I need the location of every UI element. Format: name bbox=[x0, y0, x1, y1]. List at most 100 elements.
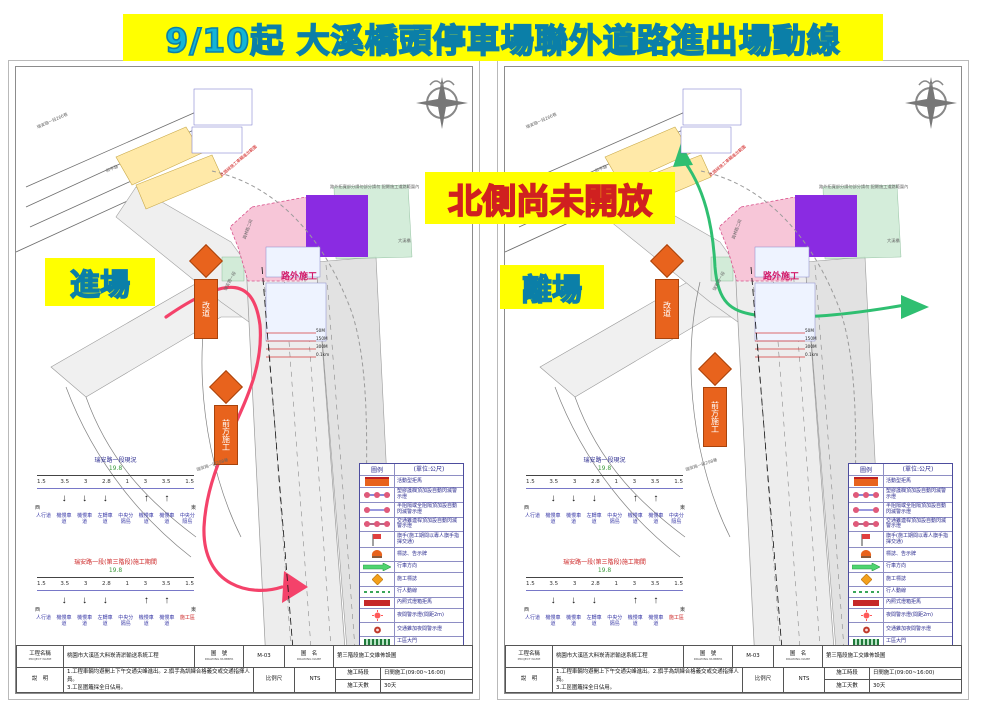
west-label: 西 bbox=[35, 607, 41, 613]
poster-banner: 9/10起 大溪橋頭停車場聯外道路進出場動線 bbox=[123, 14, 883, 61]
drawing-no-label-cell: 圖 號 DRAWING NUMBER bbox=[195, 646, 244, 667]
lane: 機慢車道 bbox=[159, 513, 175, 525]
poster-banner-text: 9/10起 大溪橋頭停車場聯外道路進出場動線 bbox=[164, 20, 841, 61]
legend-item-traffic-direction: 行車方向 bbox=[849, 562, 952, 574]
distance-note-left-3: 0.1km bbox=[316, 352, 330, 357]
seg: 3 bbox=[572, 581, 577, 587]
arrow-slot: ↓ bbox=[82, 595, 88, 606]
legend-item-text: 交通錐連桿頂加設自動閃滅警示燈 bbox=[397, 517, 458, 530]
legend-item-text: 塑膠護欄頂加設自動閃滅警示燈 bbox=[397, 488, 458, 500]
legend-item-half-barrier: 半阻隔或全阻隔頂加設自動閃滅警示燈 bbox=[849, 502, 952, 518]
seg: 3 bbox=[632, 581, 637, 587]
project-label: 工程名稱 bbox=[29, 651, 51, 658]
seg: 1 bbox=[125, 581, 129, 587]
seg: 1 bbox=[614, 479, 618, 485]
legend-item-text: 交通錐連桿頂加設自動閃滅警示燈 bbox=[886, 517, 947, 530]
project-name-cell: 桃園市大溪區大料崁清淤輸送系統工程 bbox=[64, 646, 195, 667]
legend-item-cone-bar: 交通錐連桿頂加設自動閃滅警示燈 bbox=[360, 517, 463, 533]
cone-night-light-icon bbox=[849, 623, 884, 637]
movable-barrier-icon bbox=[849, 476, 884, 487]
distance-note-right-1: 150M bbox=[805, 336, 817, 341]
seg: 1 bbox=[614, 581, 618, 587]
distance-note-right-0: 50M bbox=[805, 328, 814, 333]
cross-section-lanes-right-1: 人行道 機慢車道 機慢車道 左轉車道 中央分隔島 機慢車道 機慢車道 施工區 bbox=[522, 615, 687, 627]
cross-section-arrows-right-0: ↓ ↓ ↓ ↑ ↑ bbox=[522, 492, 687, 504]
lane: 機慢車道 bbox=[77, 615, 93, 627]
detour-sign-text-right: 改道 bbox=[662, 301, 672, 317]
detour-sign-text-left: 改道 bbox=[201, 301, 211, 317]
night-warning-light-icon bbox=[360, 609, 395, 623]
east-label: 東 bbox=[190, 607, 196, 613]
arrow-slot: ↑ bbox=[143, 595, 149, 606]
legend-header-row: 圖例 (單位:公尺) bbox=[849, 464, 952, 476]
legend-item-text: 塑膠護欄頂加設自動閃滅警示燈 bbox=[886, 488, 947, 500]
legend-item-text: 工區大門 bbox=[397, 638, 418, 645]
lane: 機慢車道 bbox=[648, 615, 664, 627]
lightbox-barrier-icon bbox=[849, 598, 884, 609]
seg: 3 bbox=[632, 479, 637, 485]
distance-note-left-2: 300M bbox=[316, 344, 328, 349]
arrow-slot: ↓ bbox=[591, 493, 597, 504]
cross-section-segments-left-1: 1.5 3.5 3 2.8 1 3 3.5 1.5 bbox=[33, 581, 198, 587]
detour-sign-text-left-2: 前方施工 bbox=[221, 419, 231, 451]
drawing-no-label-en: DRAWING NUMBER bbox=[693, 656, 723, 661]
legend-item-cone-night-light: 交通錐加夜間警示燈 bbox=[849, 623, 952, 638]
lane: 施工區 bbox=[179, 615, 195, 621]
sheet-frame-left bbox=[15, 66, 473, 694]
arrow-slot: ↓ bbox=[61, 595, 67, 606]
traffic-direction-icon bbox=[849, 562, 884, 573]
lane: 中央分隔島 bbox=[607, 615, 623, 627]
cross-section-title-left-0: 瑞安路一段現況 bbox=[94, 457, 137, 464]
legend-header-text: (單位:公尺) bbox=[413, 465, 445, 473]
flagman-icon bbox=[849, 532, 884, 548]
legend-item-plastic-fence: 塑膠護欄頂加設自動閃滅警示燈 bbox=[360, 488, 463, 503]
legend-item-movable-barrier: 活動型拒馬 bbox=[360, 476, 463, 488]
overlay-label-north-closed: 北側尚未開放 bbox=[425, 172, 675, 224]
lane: 機慢車道 bbox=[159, 615, 175, 627]
lane: 機慢車道 bbox=[138, 513, 154, 525]
traffic-direction-icon bbox=[360, 562, 395, 573]
title-block-right: 工程名稱 PROJECT NAME 桃園市大溪區大料崁清淤輸送系統工程 圖 號 … bbox=[505, 645, 962, 693]
arrow-slot: ↓ bbox=[550, 493, 556, 504]
arrow-slot: ↓ bbox=[571, 493, 577, 504]
legend-item-construction-sign: 施工標誌 bbox=[360, 573, 463, 588]
arrow-slot: ↓ bbox=[571, 595, 577, 606]
arrow-slot: ↓ bbox=[550, 595, 556, 606]
east-label: 東 bbox=[679, 505, 685, 511]
cone-night-light-icon bbox=[360, 623, 395, 637]
lane: 機慢車道 bbox=[627, 513, 643, 525]
lane: 機慢車道 bbox=[627, 615, 643, 627]
legend-item-text: 施工標誌 bbox=[886, 575, 907, 582]
schedule-cells: 施工時段 日間施工(09:00~16:00) 施工天數 30天 bbox=[825, 667, 961, 693]
seg: 3 bbox=[83, 581, 88, 587]
lane: 人行道 bbox=[35, 615, 51, 621]
project-label-cell: 工程名稱 PROJECT NAME bbox=[506, 646, 553, 667]
legend-item-text: 工區大門 bbox=[886, 638, 907, 645]
days-value-cell: 30天 bbox=[873, 682, 886, 689]
lane: 機慢車道 bbox=[56, 615, 72, 627]
drawing-no-cell: M-03 bbox=[244, 646, 285, 667]
legend-item-text: 行車方向 bbox=[886, 563, 907, 570]
lane: 機慢車道 bbox=[545, 615, 561, 627]
seg: 3.5 bbox=[549, 479, 559, 485]
legend-item-lightbox-barrier: 內照式燈箱拒馬 bbox=[849, 598, 952, 610]
seg: 3 bbox=[572, 479, 577, 485]
days-label-cell: 施工天數 bbox=[825, 680, 870, 693]
seg: 3.5 bbox=[650, 581, 660, 587]
cross-section-total-right-1: 19.8 bbox=[597, 567, 612, 574]
cross-section-right-1: 瑞安路一段(第三階段)施工期間 19.8 1.5 3.5 3 2.8 1 3 3… bbox=[522, 557, 687, 627]
lane: 機慢車道 bbox=[77, 513, 93, 525]
legend-item-text: 夜間警示燈(間距2m) bbox=[397, 611, 444, 618]
arrow-slot: ↑ bbox=[164, 595, 170, 606]
legend-item-night-light: 夜間警示燈(間距2m) bbox=[849, 609, 952, 624]
legend-item-text: 施工標誌 bbox=[397, 575, 418, 582]
title-block-row-2: 說 明 1.工程車輛均避開上下午交通尖峰進出。2.旗手為訓練合格義交或交通指揮人… bbox=[17, 667, 472, 693]
drawing-no-label: 圖 號 bbox=[210, 651, 228, 658]
drawing-name-label: 圖 名 bbox=[300, 651, 318, 658]
notes-cell: 1.工程車輛均避開上下午交通尖峰進出。2.旗手為訓練合格義交或交通指揮人員。 3… bbox=[553, 667, 743, 692]
map-svg-right bbox=[505, 88, 929, 662]
cross-section-right-0: 瑞安路一段現況 19.8 1.5 3.5 3 2.8 1 3 3.5 1.5 ↓… bbox=[522, 455, 687, 525]
cross-section-title-left-1: 瑞安路一段(第三階段)施工期間 bbox=[74, 559, 157, 566]
cross-section-lanes-left-0: 人行道 機慢車道 機慢車道 左轉車道 中央分隔島 機慢車道 機慢車道 中央分隔島 bbox=[33, 513, 198, 525]
